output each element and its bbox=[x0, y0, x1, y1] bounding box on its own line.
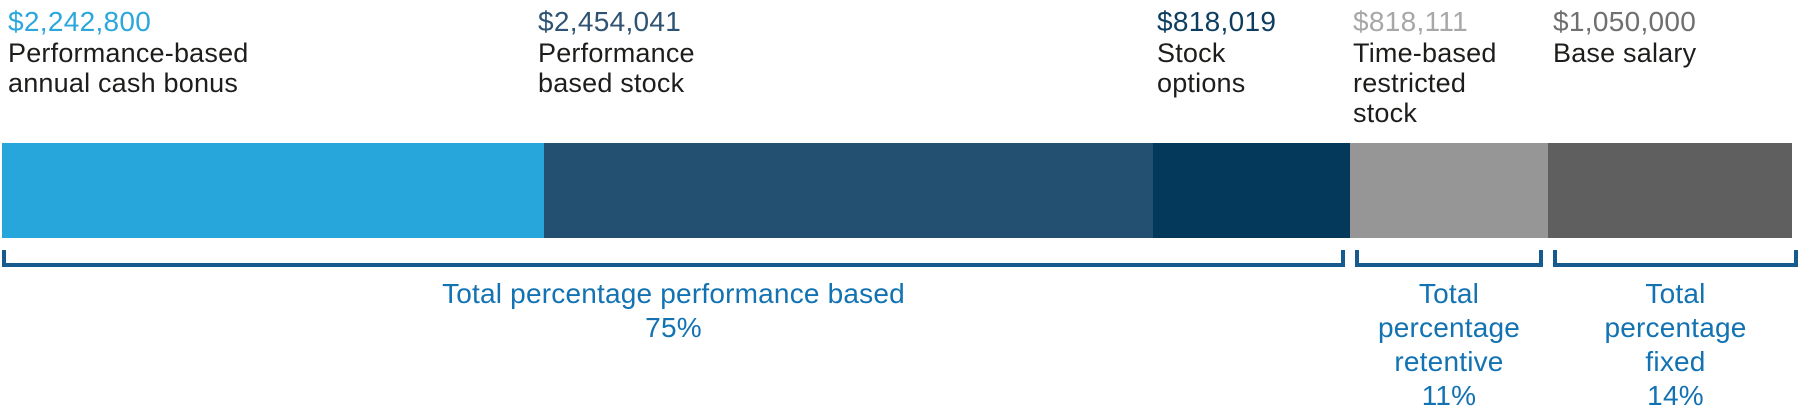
bracket-retentive bbox=[1355, 250, 1543, 267]
label-stock-options: $818,019 Stock options bbox=[1157, 5, 1276, 98]
stock-options-amount: $818,019 bbox=[1157, 6, 1277, 37]
group-performance-based-text: Total percentage performance based bbox=[442, 278, 905, 309]
stock-options-desc: Stock options bbox=[1157, 38, 1246, 98]
bar-segment-stock-options bbox=[1153, 143, 1350, 238]
bar-segment-performance-stock bbox=[544, 143, 1153, 238]
bar-segment-cash-bonus bbox=[2, 143, 544, 238]
group-performance-based-pct: 75% bbox=[645, 312, 702, 343]
restricted-stock-amount: $818,111 bbox=[1353, 6, 1469, 37]
group-label-performance-based: Total percentage performance based 75% bbox=[2, 277, 1345, 345]
label-cash-bonus: $2,242,800 Performance-based annual cash… bbox=[8, 5, 249, 98]
bar-segment-base-salary bbox=[1548, 143, 1792, 238]
group-fixed-pct: 14% bbox=[1647, 380, 1704, 410]
base-salary-desc: Base salary bbox=[1553, 38, 1697, 68]
group-retentive-text: Total percentage retentive bbox=[1377, 278, 1521, 377]
bracket-performance-based bbox=[2, 250, 1345, 267]
bracket-fixed bbox=[1553, 250, 1798, 267]
group-label-retentive: Total percentage retentive 11% bbox=[1355, 277, 1543, 410]
bar-segment-restricted-stock bbox=[1350, 143, 1548, 238]
label-base-salary: $1,050,000 Base salary bbox=[1553, 5, 1696, 68]
performance-stock-desc: Performance based stock bbox=[538, 38, 695, 98]
group-fixed-text: Total percentage fixed bbox=[1604, 278, 1747, 377]
stacked-bar bbox=[2, 143, 1792, 238]
base-salary-amount: $1,050,000 bbox=[1553, 6, 1697, 37]
restricted-stock-desc: Time-based restricted stock bbox=[1353, 38, 1497, 128]
label-restricted-stock: $818,111 Time-based restricted stock bbox=[1353, 5, 1497, 128]
cash-bonus-amount: $2,242,800 bbox=[8, 6, 152, 37]
performance-stock-amount: $2,454,041 bbox=[538, 6, 682, 37]
label-performance-stock: $2,454,041 Performance based stock bbox=[538, 5, 695, 98]
cash-bonus-desc: Performance-based annual cash bonus bbox=[8, 38, 249, 98]
group-retentive-pct: 11% bbox=[1421, 380, 1477, 410]
group-label-fixed: Total percentage fixed 14% bbox=[1553, 277, 1798, 410]
